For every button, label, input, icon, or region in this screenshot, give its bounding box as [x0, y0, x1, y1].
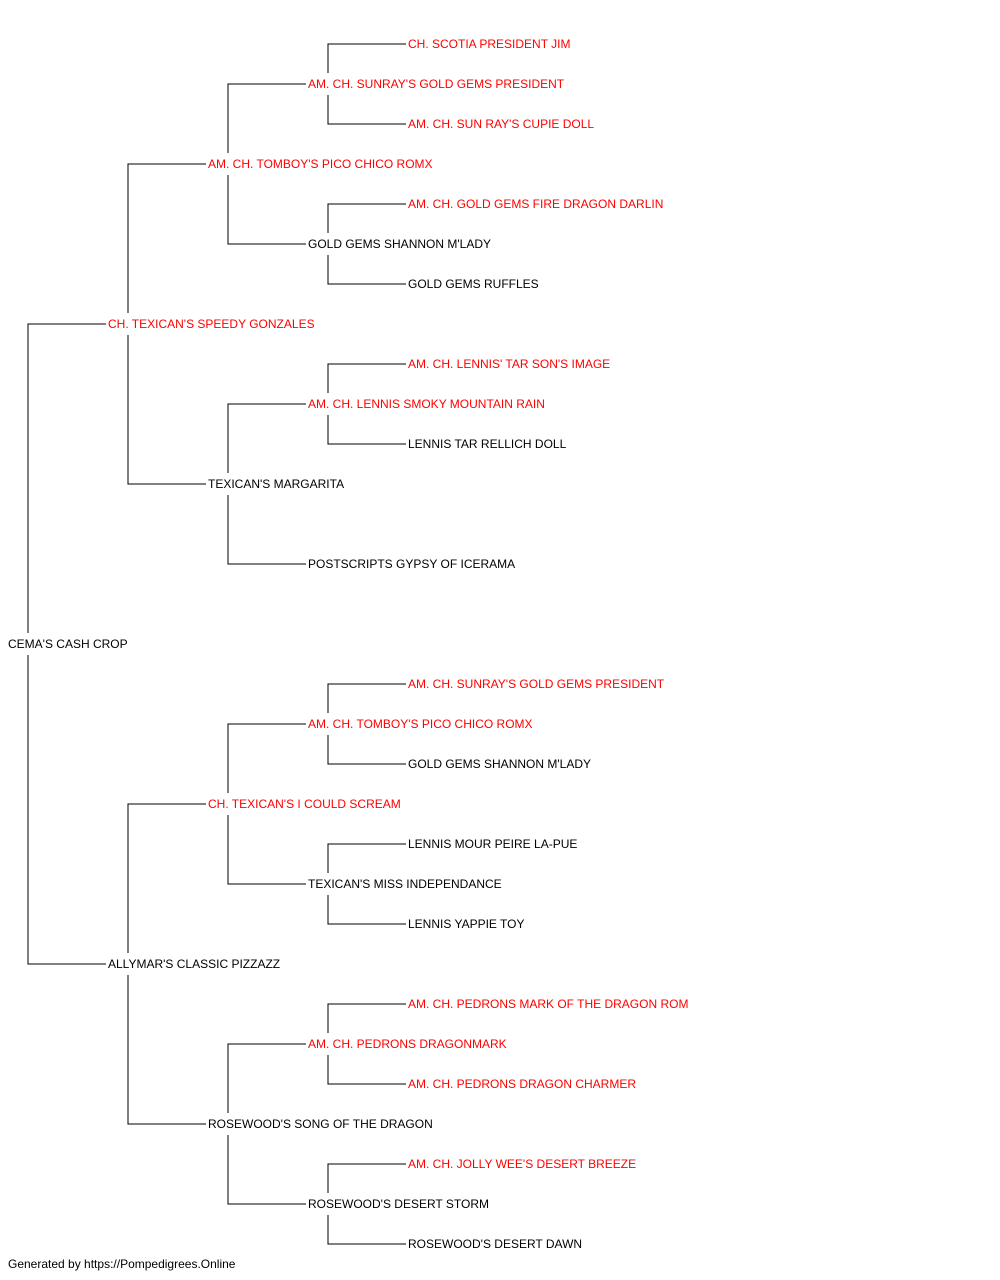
connector-line-gen-3 — [227, 495, 306, 565]
connector-line-gen-4 — [327, 363, 406, 393]
connector-line-gen-3 — [227, 723, 306, 793]
subject-name: CEMA'S CASH CROP — [8, 637, 128, 651]
ancestor-name-gen-4: AM. CH. GOLD GEMS FIRE DRAGON DARLIN — [408, 197, 663, 211]
ancestor-name-gen-3: AM. CH. SUNRAY'S GOLD GEMS PRESIDENT — [308, 77, 565, 91]
ancestor-name-gen-4: LENNIS TAR RELLICH DOLL — [408, 437, 567, 451]
ancestor-name-gen-3: ROSEWOOD'S DESERT STORM — [308, 1197, 489, 1211]
ancestor-name-gen-3: POSTSCRIPTS GYPSY OF ICERAMA — [308, 557, 515, 571]
ancestor-name-gen-4: LENNIS YAPPIE TOY — [408, 917, 525, 931]
connector-line-gen-4 — [327, 95, 406, 125]
ancestor-name-gen-4: LENNIS MOUR PEIRE LA-PUE — [408, 837, 577, 851]
ancestor-name-gen-4: AM. CH. PEDRONS MARK OF THE DRAGON ROM — [408, 997, 688, 1011]
connector-line-gen-2 — [127, 335, 206, 485]
ancestor-name-gen-4: AM. CH. SUNRAY'S GOLD GEMS PRESIDENT — [408, 677, 665, 691]
connector-line-gen-4 — [327, 415, 406, 445]
connector-line-gen-4 — [327, 895, 406, 925]
ancestor-name-gen-2: AM. CH. TOMBOY'S PICO CHICO ROMX — [208, 157, 433, 171]
ancestor-name-gen-4: GOLD GEMS SHANNON M'LADY — [408, 757, 591, 771]
ancestor-name-gen-4: GOLD GEMS RUFFLES — [408, 277, 539, 291]
connector-line-gen-1 — [27, 323, 106, 633]
connector-line-gen-4 — [327, 735, 406, 765]
connector-line-gen-4 — [327, 843, 406, 873]
ancestor-name-gen-2: CH. TEXICAN'S I COULD SCREAM — [208, 797, 401, 811]
connector-line-gen-4 — [327, 203, 406, 233]
ancestor-name-gen-4: AM. CH. LENNIS' TAR SON'S IMAGE — [408, 357, 610, 371]
connector-line-gen-2 — [127, 975, 206, 1125]
connector-line-gen-3 — [227, 175, 306, 245]
connector-line-gen-3 — [227, 815, 306, 885]
ancestor-name-gen-4: AM. CH. JOLLY WEE'S DESERT BREEZE — [408, 1157, 636, 1171]
connector-line-gen-4 — [327, 1163, 406, 1193]
connector-line-gen-2 — [127, 803, 206, 953]
connector-line-gen-1 — [27, 655, 106, 965]
footer-credit: Generated by https://Pompedigrees.Online — [8, 1257, 236, 1271]
connector-line-gen-4 — [327, 1055, 406, 1085]
connector-line-gen-4 — [327, 683, 406, 713]
ancestor-name-gen-3: AM. CH. LENNIS SMOKY MOUNTAIN RAIN — [308, 397, 545, 411]
ancestor-name-gen-4: CH. SCOTIA PRESIDENT JIM — [408, 37, 570, 51]
ancestor-name-gen-4: AM. CH. PEDRONS DRAGON CHARMER — [408, 1077, 636, 1091]
connector-line-gen-4 — [327, 1215, 406, 1245]
connector-line-gen-4 — [327, 43, 406, 73]
ancestor-name-gen-2: ROSEWOOD'S SONG OF THE DRAGON — [208, 1117, 433, 1131]
connector-line-gen-3 — [227, 1135, 306, 1205]
connector-line-gen-4 — [327, 255, 406, 285]
connector-line-gen-3 — [227, 83, 306, 153]
ancestor-name-gen-2: TEXICAN'S MARGARITA — [208, 477, 344, 491]
ancestor-name-gen-3: AM. CH. PEDRONS DRAGONMARK — [308, 1037, 507, 1051]
ancestor-name-gen-1: ALLYMAR'S CLASSIC PIZZAZZ — [108, 957, 280, 971]
connector-line-gen-4 — [327, 1003, 406, 1033]
ancestor-name-gen-4: AM. CH. SUN RAY'S CUPIE DOLL — [408, 117, 594, 131]
ancestor-name-gen-4: ROSEWOOD'S DESERT DAWN — [408, 1237, 582, 1251]
connector-line-gen-3 — [227, 1043, 306, 1113]
ancestor-name-gen-3: AM. CH. TOMBOY'S PICO CHICO ROMX — [308, 717, 533, 731]
ancestor-name-gen-3: GOLD GEMS SHANNON M'LADY — [308, 237, 491, 251]
connector-line-gen-2 — [127, 163, 206, 313]
ancestor-name-gen-3: TEXICAN'S MISS INDEPENDANCE — [308, 877, 502, 891]
connector-line-gen-3 — [227, 403, 306, 473]
ancestor-name-gen-1: CH. TEXICAN'S SPEEDY GONZALES — [108, 317, 315, 331]
